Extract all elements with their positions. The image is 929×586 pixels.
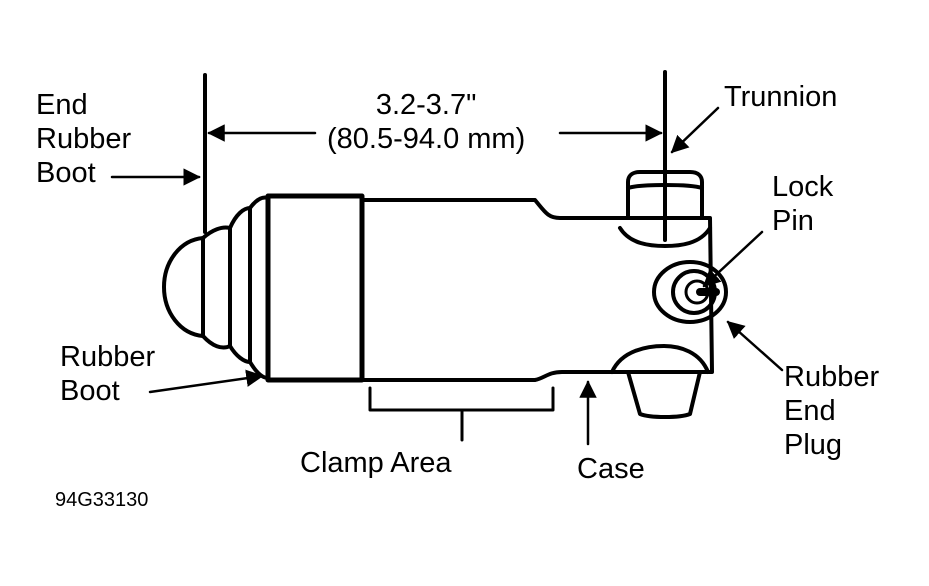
clamp-area-text: Clamp Area bbox=[300, 447, 452, 479]
rubber-end-plug-line-1: Rubber bbox=[784, 361, 880, 393]
lock-pin-arrow bbox=[702, 230, 764, 288]
dimension-line-1: 3.2-3.7" bbox=[375, 89, 477, 121]
trunnion-arrow bbox=[670, 106, 720, 154]
boot-collar bbox=[265, 193, 365, 383]
case-body bbox=[360, 198, 714, 382]
trunnion-text: Trunnion bbox=[724, 81, 838, 113]
boot-ribs bbox=[201, 195, 270, 380]
rubber-boot-arrow bbox=[148, 369, 264, 394]
trunnion-label: Trunnion bbox=[724, 80, 837, 114]
rubber-end-plug-arrow bbox=[726, 320, 784, 372]
end-dome bbox=[162, 236, 205, 338]
rubber-end-plug-line-3: Plug bbox=[784, 429, 843, 461]
rubber-end-plug bbox=[652, 260, 728, 324]
trunnion-bottom bbox=[610, 344, 710, 419]
figure-id: 94G33130 bbox=[55, 489, 149, 511]
end-rubber-boot-line-1: End bbox=[36, 89, 88, 121]
lock-pin-line-2: Pin bbox=[772, 205, 814, 237]
rubber-boot-line-2: Boot bbox=[60, 375, 120, 407]
end-rubber-boot-line-2: Rubber bbox=[36, 123, 132, 155]
rubber-boot-line-1: Rubber bbox=[60, 341, 156, 373]
rubber-end-plug-line-2: End bbox=[784, 395, 836, 427]
case-label: Case bbox=[577, 452, 645, 486]
rubber-boot-label: Rubber Boot bbox=[60, 340, 155, 408]
lock-pin-line-1: Lock bbox=[772, 171, 834, 203]
lock-pin-label: Lock Pin bbox=[772, 170, 833, 238]
clamp-area-label: Clamp Area bbox=[300, 446, 452, 480]
end-rubber-boot-label: End Rubber Boot bbox=[36, 88, 131, 190]
clamp-area-bracket bbox=[368, 386, 555, 442]
dimension-line-2: (80.5-94.0 mm) bbox=[327, 123, 526, 155]
rubber-end-plug-label: Rubber End Plug bbox=[784, 360, 879, 462]
case-text: Case bbox=[577, 453, 645, 485]
dimension-label: 3.2-3.7" (80.5-94.0 mm) bbox=[327, 88, 525, 156]
trunnion-top bbox=[618, 170, 712, 248]
end-rubber-boot-line-3: Boot bbox=[36, 157, 96, 189]
